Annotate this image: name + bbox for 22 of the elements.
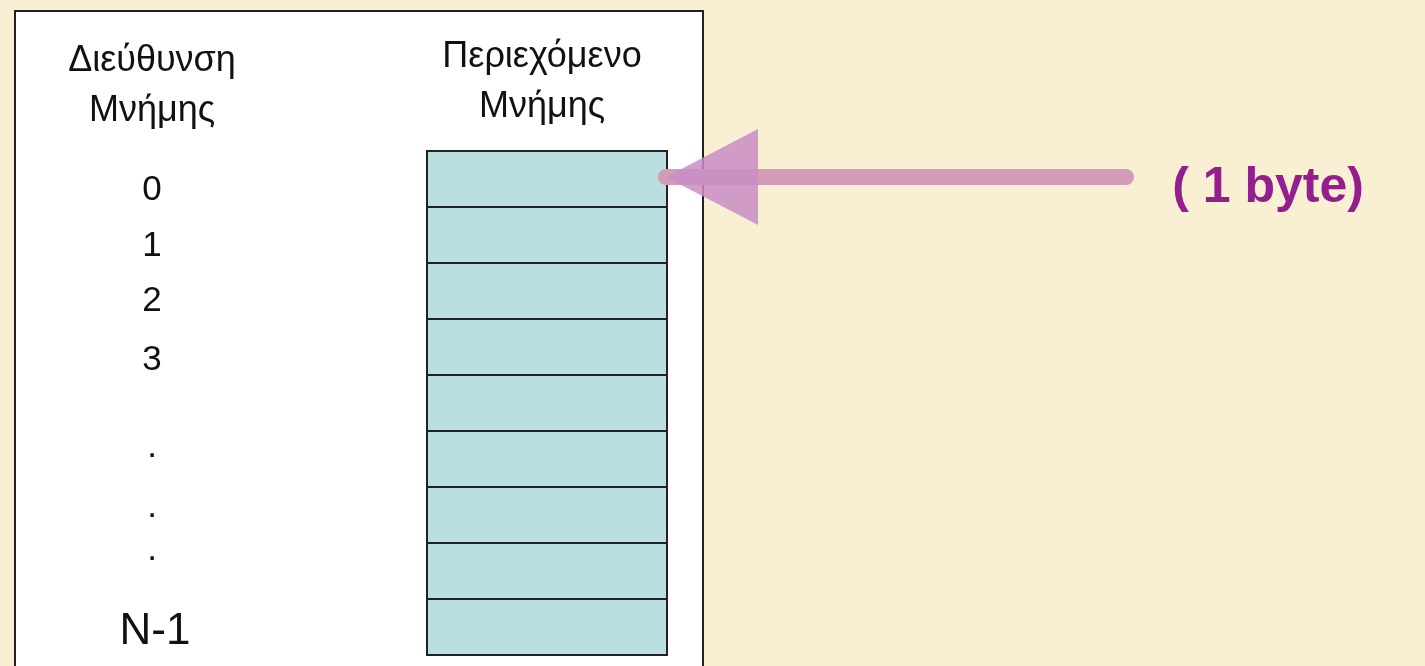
address-number: N-1 bbox=[118, 603, 192, 655]
memory-cell bbox=[426, 262, 668, 320]
memory-cell bbox=[426, 598, 668, 656]
memory-cell bbox=[426, 374, 668, 432]
memory-cell bbox=[426, 318, 668, 376]
memory-panel bbox=[14, 10, 704, 666]
address-heading: Διεύθυνση Μνήμης bbox=[67, 37, 237, 132]
arrow bbox=[658, 129, 1134, 225]
size-label: ( 1 byte) bbox=[1118, 140, 1418, 230]
memory-cell bbox=[426, 486, 668, 544]
address-number: 2 bbox=[141, 278, 163, 320]
address-number: 3 bbox=[141, 337, 163, 379]
ellipsis-dot: . bbox=[146, 484, 158, 526]
memory-cell bbox=[426, 542, 668, 600]
content-heading: Περιεχόμενο Μνήμης bbox=[441, 33, 643, 128]
address-number: 1 bbox=[141, 223, 163, 265]
memory-cell bbox=[426, 206, 668, 264]
ellipsis-dot: . bbox=[146, 424, 158, 466]
memory-cell bbox=[426, 430, 668, 488]
address-number: 0 bbox=[141, 167, 163, 209]
memory-cell bbox=[426, 150, 668, 208]
ellipsis-dot: . bbox=[146, 527, 158, 569]
